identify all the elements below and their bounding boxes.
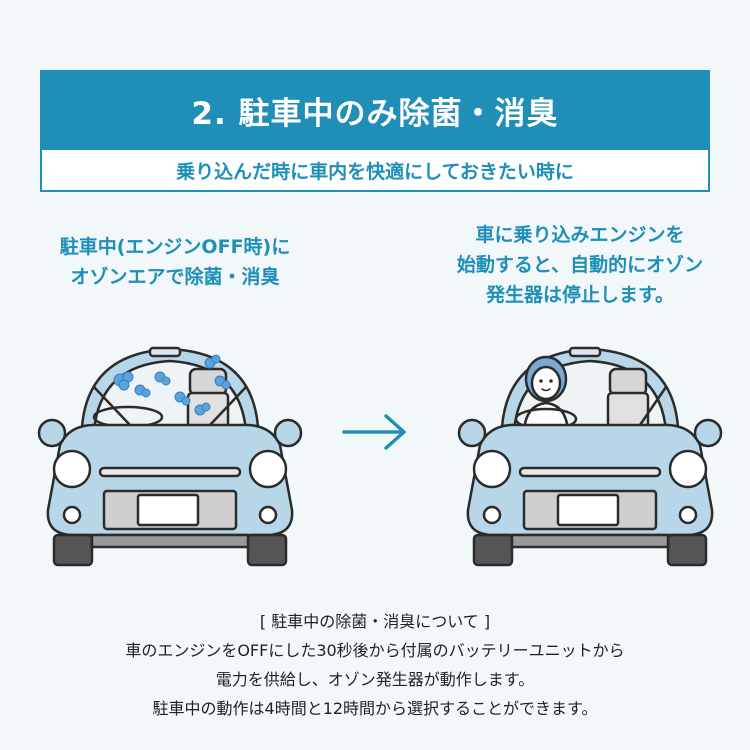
note-line-2: 電力を供給し、オゾン発生器が動作します。 xyxy=(215,670,535,689)
note-line-3: 駐車中の動作は4時間と12時間から選択することができます。 xyxy=(152,699,598,718)
parking-mode-note: [ 駐車中の除菌・消臭について ] 車のエンジンをOFFにした30秒後から付属の… xyxy=(40,607,710,723)
section-title: 2. 駐車中のみ除菌・消臭 xyxy=(191,95,559,132)
transition-arrow-icon xyxy=(342,414,406,450)
note-line-1: 車のエンジンをOFFにした30秒後から付属のバッテリーユニットから xyxy=(125,641,625,660)
note-heading: [ 駐車中の除菌・消臭について ] xyxy=(259,612,491,631)
parked-car-illustration xyxy=(37,346,303,567)
driving-caption: 車に乗り込みエンジンを 始動すると、自動的にオゾン 発生器は停止します。 xyxy=(456,224,704,306)
section-header: 2. 駐車中のみ除菌・消臭 xyxy=(40,70,710,150)
section-subtitle: 乗り込んだ時に車内を快適にしておきたい時に xyxy=(176,160,574,183)
section-subtitle-box: 乗り込んだ時に車内を快適にしておきたい時に xyxy=(40,150,710,192)
parked-caption: 駐車中(エンジンOFF時)に オゾンエアで除菌・消臭 xyxy=(59,236,291,288)
driving-car-illustration xyxy=(457,346,723,567)
